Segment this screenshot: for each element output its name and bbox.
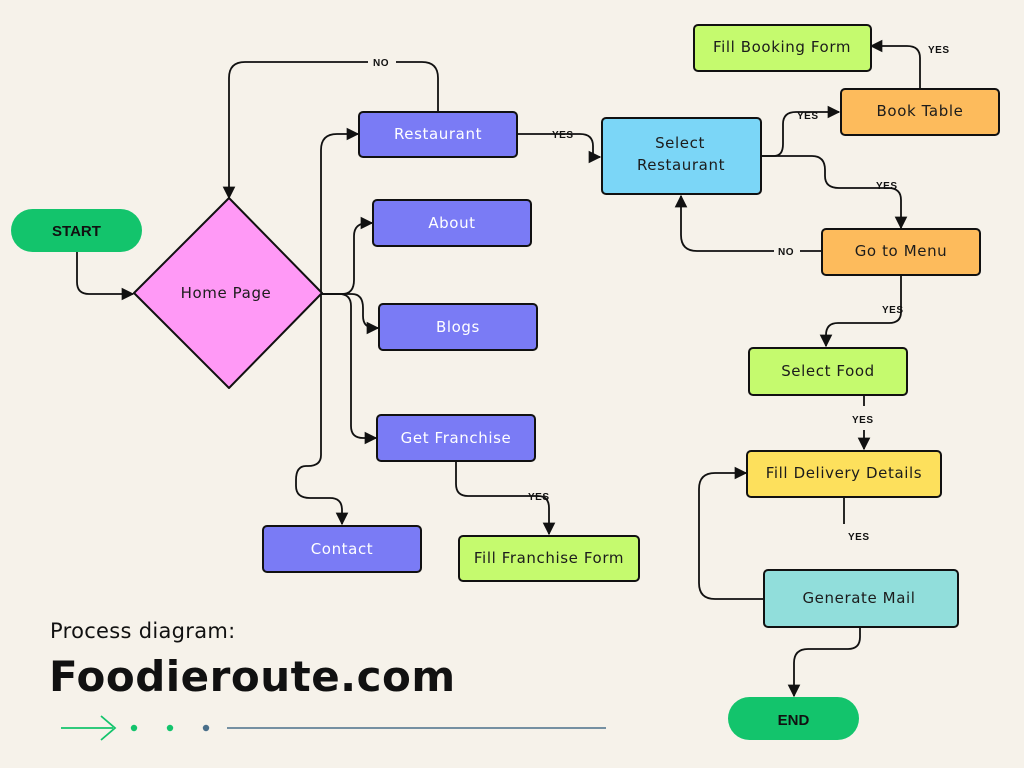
edge-mail-end bbox=[787, 627, 861, 698]
label-restaurant-no: NO bbox=[373, 58, 389, 69]
start-label: START bbox=[52, 223, 101, 240]
edge-book-booking bbox=[869, 39, 921, 88]
book-table-label: Book Table bbox=[877, 102, 964, 120]
dot-icon bbox=[166, 724, 174, 732]
blogs-label: Blogs bbox=[436, 318, 480, 336]
dot-icon bbox=[202, 724, 210, 732]
label-go-to-menu-yes: YES bbox=[876, 181, 898, 192]
contact-node: Contact bbox=[262, 525, 422, 573]
end-node: END bbox=[728, 697, 859, 740]
go-to-menu-label: Go to Menu bbox=[855, 242, 948, 260]
get-franchise-node: Get Franchise bbox=[376, 414, 536, 462]
edge-start-home bbox=[76, 252, 135, 301]
blogs-node: Blogs bbox=[378, 303, 538, 351]
label-book-table-yes: YES bbox=[797, 111, 819, 122]
label-fill-booking-yes: YES bbox=[928, 45, 950, 56]
get-franchise-label: Get Franchise bbox=[401, 429, 512, 447]
generate-mail-label: Generate Mail bbox=[802, 589, 915, 607]
contact-label: Contact bbox=[311, 540, 374, 558]
about-node: About bbox=[372, 199, 532, 247]
fill-booking-form-label: Fill Booking Form bbox=[713, 38, 851, 56]
edge-home-contact bbox=[295, 294, 349, 526]
dot-icon bbox=[130, 724, 138, 732]
fill-franchise-form-node: Fill Franchise Form bbox=[458, 535, 640, 582]
diagram-title: Foodieroute.com bbox=[49, 652, 456, 701]
restaurant-node: Restaurant bbox=[358, 111, 518, 158]
fill-delivery-details-node: Fill Delivery Details bbox=[746, 450, 942, 498]
edge-home-blogs bbox=[321, 293, 380, 335]
about-label: About bbox=[428, 214, 475, 232]
diagram-subtitle: Process diagram: bbox=[50, 619, 236, 643]
edge-restaurant-no-home bbox=[222, 61, 439, 200]
edge-franchise-form bbox=[455, 462, 556, 536]
end-label: END bbox=[778, 712, 810, 729]
go-to-menu-node: Go to Menu bbox=[821, 228, 981, 276]
home-page-node: Home Page bbox=[133, 197, 323, 389]
edge-menu-no-select bbox=[674, 194, 821, 252]
label-delivery-yes: YES bbox=[852, 415, 874, 426]
label-mail-yes: YES bbox=[848, 532, 870, 543]
start-node: START bbox=[11, 209, 142, 252]
fill-booking-form-node: Fill Booking Form bbox=[693, 24, 872, 72]
select-restaurant-node: Select Restaurant bbox=[601, 117, 762, 195]
edge-home-about bbox=[321, 216, 374, 295]
edge-restaurant-select bbox=[517, 133, 602, 164]
edge-select-menu bbox=[761, 155, 908, 230]
arrow-right-icon bbox=[100, 715, 117, 741]
book-table-node: Book Table bbox=[840, 88, 1000, 136]
edge-home-restaurant bbox=[320, 127, 360, 294]
select-restaurant-label-2: Restaurant bbox=[637, 156, 725, 174]
select-food-node: Select Food bbox=[748, 347, 908, 396]
edge-home-franchise bbox=[321, 293, 378, 445]
select-food-label: Select Food bbox=[781, 362, 875, 380]
label-franchise-yes: YES bbox=[528, 492, 550, 503]
label-select-food-yes: YES bbox=[882, 305, 904, 316]
edge-menu-food bbox=[819, 275, 902, 348]
decorative-divider bbox=[61, 715, 606, 741]
label-go-to-menu-no: NO bbox=[778, 247, 794, 258]
fill-delivery-details-label: Fill Delivery Details bbox=[766, 464, 922, 482]
label-restaurant-yes: YES bbox=[552, 130, 574, 141]
edge-mail-loop-delivery bbox=[698, 466, 763, 600]
fill-franchise-form-label: Fill Franchise Form bbox=[474, 549, 624, 567]
restaurant-label: Restaurant bbox=[394, 125, 482, 143]
select-restaurant-label-1: Select bbox=[655, 134, 705, 152]
edges bbox=[76, 39, 921, 698]
home-page-label: Home Page bbox=[181, 284, 272, 302]
generate-mail-node: Generate Mail bbox=[763, 569, 959, 628]
edge-labels: NO YES YES YES YES NO YES YES YES YES bbox=[368, 45, 950, 543]
